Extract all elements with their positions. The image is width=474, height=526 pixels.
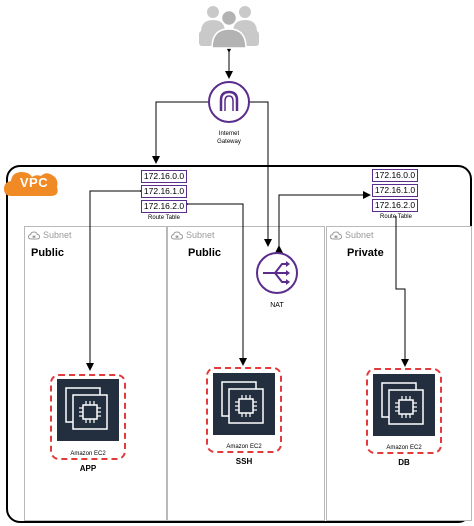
route-entry: 172.16.1.0	[141, 185, 187, 198]
subnet-lock-cloud-icon	[28, 231, 40, 240]
subnet-private-db: Subnet Private	[326, 226, 472, 521]
internet-gateway-caption: Internet Gateway	[204, 130, 254, 146]
route-entry: 172.16.0.0	[141, 170, 187, 183]
nat-routetable-link	[275, 191, 371, 253]
ec2-chip-icon	[381, 382, 424, 425]
vpc-cloud-icon	[4, 172, 58, 196]
gateway-caption-line2: Gateway	[217, 139, 241, 145]
route-entry: 172.16.0.0	[372, 169, 418, 182]
route-entry: 172.16.2.0	[372, 199, 418, 212]
ec2-chip-icon	[221, 381, 264, 424]
nat-gateway-icon	[256, 252, 298, 294]
ec2-chip-icon	[65, 387, 108, 430]
users-group-icon	[199, 6, 259, 49]
routetable-db-link	[395, 216, 409, 367]
ec2-instance-app-frame	[50, 374, 126, 460]
ec2-service-caption: Amazon EC2	[70, 451, 106, 457]
ec2-instance-ssh-frame	[206, 367, 282, 453]
ec2-service-caption: Amazon EC2	[386, 445, 422, 451]
route-table-caption: Route Table	[380, 214, 412, 220]
routetable-ssh-link	[181, 200, 247, 366]
subnet-label: Subnet	[43, 230, 72, 240]
route-entry: 172.16.1.0	[372, 184, 418, 197]
ec2-instance-name: DB	[398, 458, 410, 467]
ec2-db-tile	[373, 374, 435, 436]
gateway-caption-line1: Internet	[218, 131, 240, 137]
vpc-label: VPC	[19, 175, 49, 190]
gateway-routetable-link	[152, 98, 217, 164]
subnet-title: Public	[31, 247, 65, 259]
nat-caption: NAT	[270, 302, 284, 309]
ec2-service-caption: Amazon EC2	[226, 444, 262, 450]
internet-gateway-icon	[208, 81, 250, 123]
ec2-app-tile	[57, 379, 119, 441]
gateway-nat-link	[242, 98, 272, 247]
route-entry: 172.16.2.0	[141, 200, 187, 213]
ec2-instance-name: SSH	[235, 457, 253, 466]
routetable-app-link	[86, 187, 147, 371]
ec2-ssh-tile	[213, 373, 275, 435]
ec2-instance-name: APP	[79, 464, 97, 473]
route-table-caption: Route Table	[148, 215, 180, 221]
ec2-instance-db-frame	[366, 368, 442, 454]
